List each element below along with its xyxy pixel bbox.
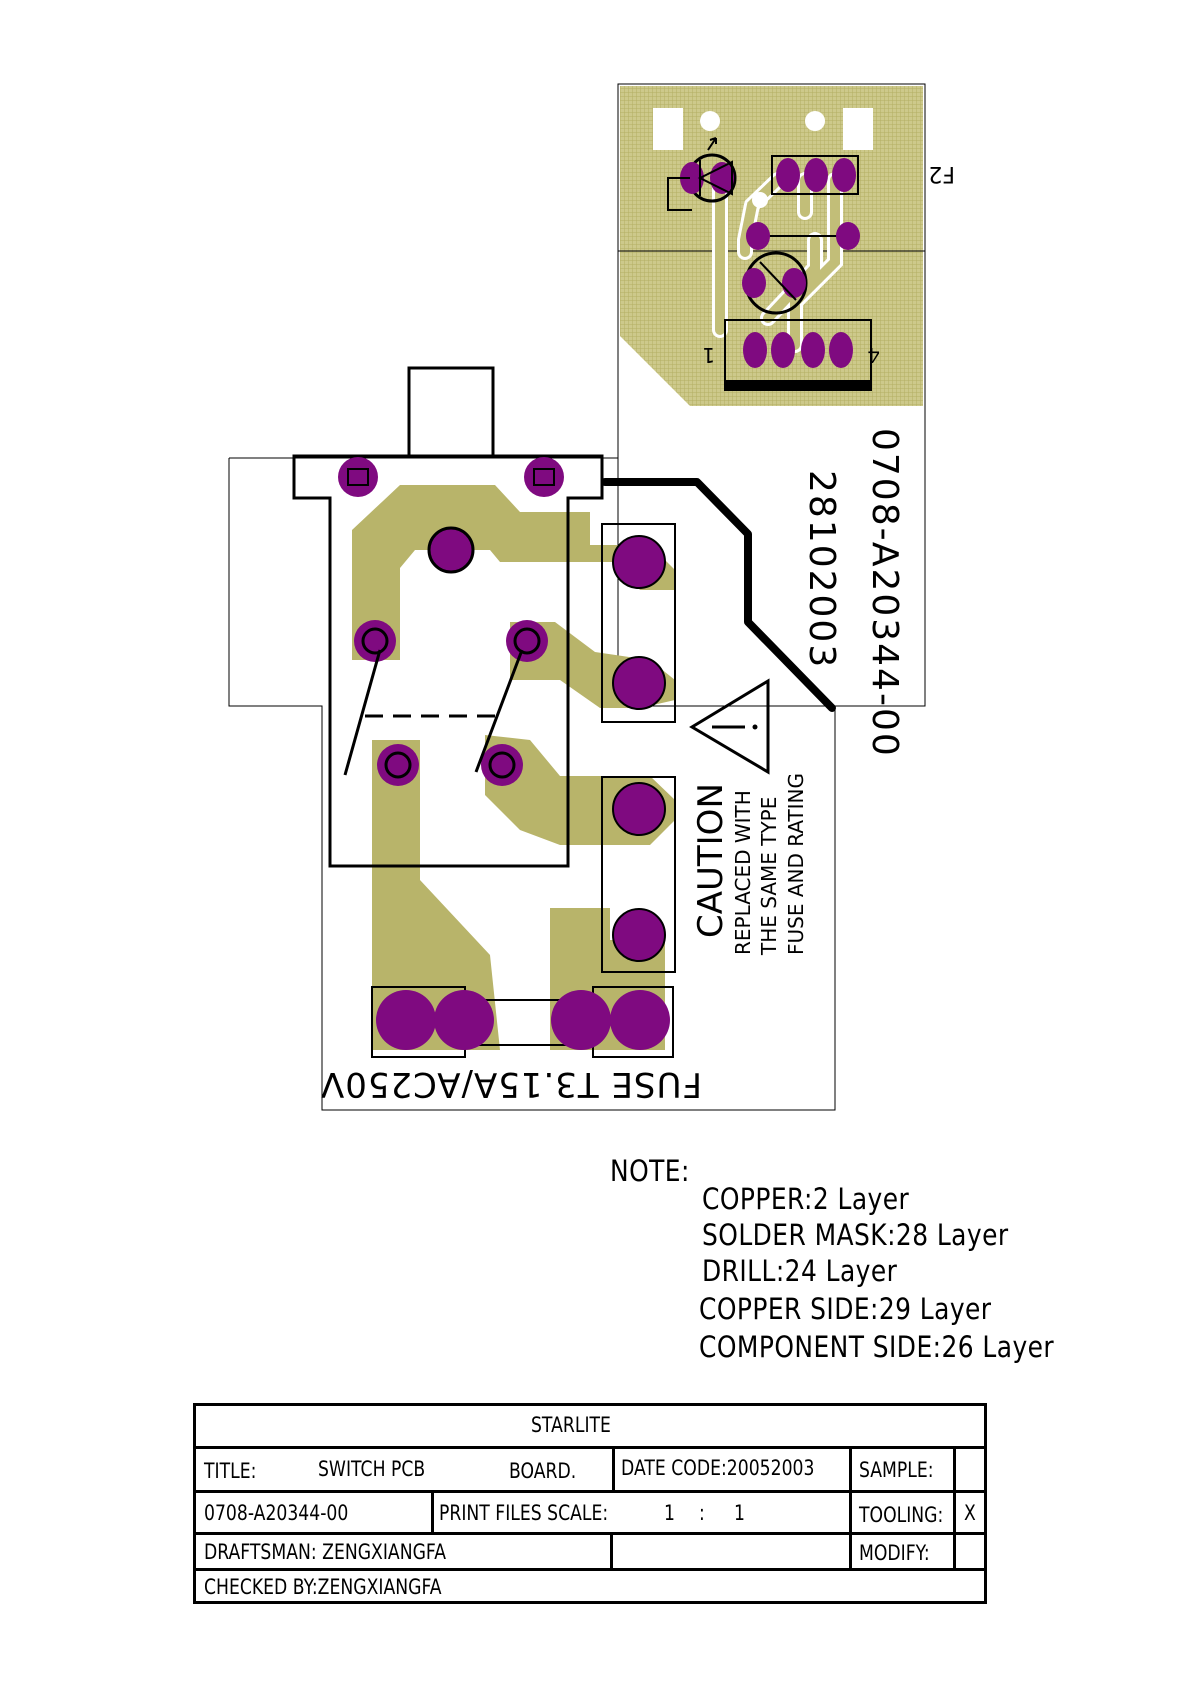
switch-pad-br-hole — [488, 751, 516, 779]
mount-hole-mid — [752, 192, 768, 208]
switch-pad-tr — [506, 620, 548, 662]
terminal-block-top — [601, 523, 676, 723]
caution-triangle-dot — [752, 724, 758, 730]
note-item-drill: DRILL:24 Layer — [702, 1254, 898, 1288]
main-board: CAUTION REPLACED WITH THE SAME TYPE FUSE… — [228, 366, 925, 1111]
terminal-pad-2 — [612, 656, 666, 710]
tb-col-draft — [610, 1532, 613, 1571]
note-item-copper: COPPER:2 Layer — [702, 1182, 910, 1216]
note-heading: NOTE: — [610, 1154, 690, 1188]
resistor-pad-1 — [746, 222, 770, 250]
tb-sample-label: SAMPLE: — [859, 1458, 934, 1482]
caution-line-3: FUSE AND RATING — [784, 773, 808, 955]
switch-pad-tr-hole — [513, 627, 541, 655]
board-date-code: 28102003 — [801, 470, 842, 669]
resistor-pad-2 — [836, 222, 860, 250]
switch-mount-hole-left — [347, 468, 369, 486]
small-board-traces-copper — [715, 170, 840, 350]
tb-scale-sep: : — [699, 1501, 705, 1525]
tb-rule-3 — [196, 1532, 984, 1535]
tb-scale-left: 1 — [664, 1501, 675, 1525]
terminal-pad-3 — [612, 782, 666, 836]
note-item-copper-side: COPPER SIDE:29 Layer — [699, 1292, 992, 1326]
caution-line-1: REPLACED WITH — [731, 790, 755, 955]
tb-scale-label: PRINT FILES SCALE: — [439, 1501, 609, 1525]
terminal-block-bottom — [601, 776, 676, 973]
switch-mount-pad-right — [524, 457, 564, 497]
switch-pad-bl-hole — [384, 751, 412, 779]
pot-pad-1 — [742, 268, 766, 298]
tb-title-label: TITLE: — [204, 1459, 257, 1483]
switch-mount-hole-right — [533, 468, 555, 486]
tb-tooling-label: TOOLING: — [859, 1503, 944, 1527]
header3-pad-1 — [776, 158, 800, 192]
note-item-solder-mask: SOLDER MASK:28 Layer — [702, 1218, 1009, 1252]
tb-scale-right: 1 — [734, 1501, 745, 1525]
tb-col-label — [849, 1446, 852, 1571]
switch-pad-tl — [354, 620, 396, 662]
tb-date-code: DATE CODE:20052003 — [621, 1456, 815, 1480]
terminal-pad-4 — [612, 908, 666, 962]
header3-outline — [771, 155, 859, 195]
header3-pad-2 — [804, 158, 828, 192]
small-board: 1 4 F2 0708-A20344-00 28102003 — [617, 83, 955, 758]
caution-triangle — [689, 678, 770, 775]
caution-line-2: THE SAME TYPE — [757, 797, 781, 956]
led-symbol — [697, 137, 733, 196]
mount-square-right — [843, 108, 873, 150]
fuse-pad-3 — [551, 990, 611, 1050]
small-board-outline — [617, 83, 926, 707]
tb-draftsman: DRAFTSMAN: ZENGXIANGFA — [204, 1540, 447, 1564]
tb-company: STARLITE — [531, 1413, 611, 1437]
tb-col-value — [953, 1446, 956, 1571]
ref-designator-label: F2 — [928, 161, 955, 186]
tb-checked-by: CHECKED BY:ZENGXIANGFA — [204, 1575, 442, 1599]
led-bracket — [667, 177, 692, 211]
title-block: STARLITE TITLE: SWITCH PCB BOARD. DATE C… — [193, 1403, 987, 1604]
switch-symbol — [343, 649, 524, 776]
connector4-pad-4 — [829, 332, 853, 368]
fuse-pad-1 — [376, 990, 436, 1050]
switch-mount-pad-left — [338, 457, 378, 497]
tb-title-value: SWITCH PCB — [318, 1457, 426, 1481]
fuse-pad-2 — [434, 990, 494, 1050]
connector4-bar — [725, 380, 871, 390]
switch-actuator — [407, 366, 495, 458]
switch-center-pad — [427, 526, 475, 574]
tb-rule-1 — [196, 1446, 984, 1449]
led-pad-1 — [680, 162, 704, 194]
tb-rule-4 — [196, 1568, 984, 1571]
switch-pad-tl-hole — [361, 627, 389, 655]
tb-title-suffix: BOARD. — [509, 1459, 577, 1483]
switch-pad-bl — [377, 744, 419, 786]
tb-col-date — [612, 1446, 615, 1493]
board-part-number: 0708-A20344-00 — [864, 428, 905, 758]
tb-modify-label: MODIFY: — [859, 1541, 930, 1565]
caution-title: CAUTION — [691, 783, 731, 938]
tb-rule-2 — [196, 1490, 984, 1493]
pin-first-label: 1 — [702, 343, 715, 367]
tb-part-number: 0708-A20344-00 — [204, 1501, 349, 1525]
fuse-rating-label: FUSE T3.15A/AC250V — [320, 1064, 702, 1104]
mount-hole-right — [805, 111, 825, 131]
connector4-pad-2 — [771, 332, 795, 368]
tb-col-scale — [431, 1490, 434, 1535]
note-item-component-side: COMPONENT SIDE:26 Layer — [699, 1330, 1055, 1364]
tb-tooling-value: X — [964, 1501, 976, 1525]
board-edge-route — [601, 478, 836, 712]
pot-pad-2 — [782, 268, 806, 298]
header3-pad-3 — [832, 158, 856, 192]
connector4-pad-3 — [801, 332, 825, 368]
terminal-pad-1 — [612, 535, 666, 589]
fuse-pad-4 — [610, 990, 670, 1050]
switch-pad-br — [481, 744, 523, 786]
mount-square-left — [653, 108, 683, 150]
connector4-pad-1 — [743, 332, 767, 368]
pin-last-label: 4 — [867, 343, 880, 367]
mount-hole-left — [700, 111, 720, 131]
switch-outline — [292, 454, 604, 868]
pot-wiper — [759, 261, 797, 301]
